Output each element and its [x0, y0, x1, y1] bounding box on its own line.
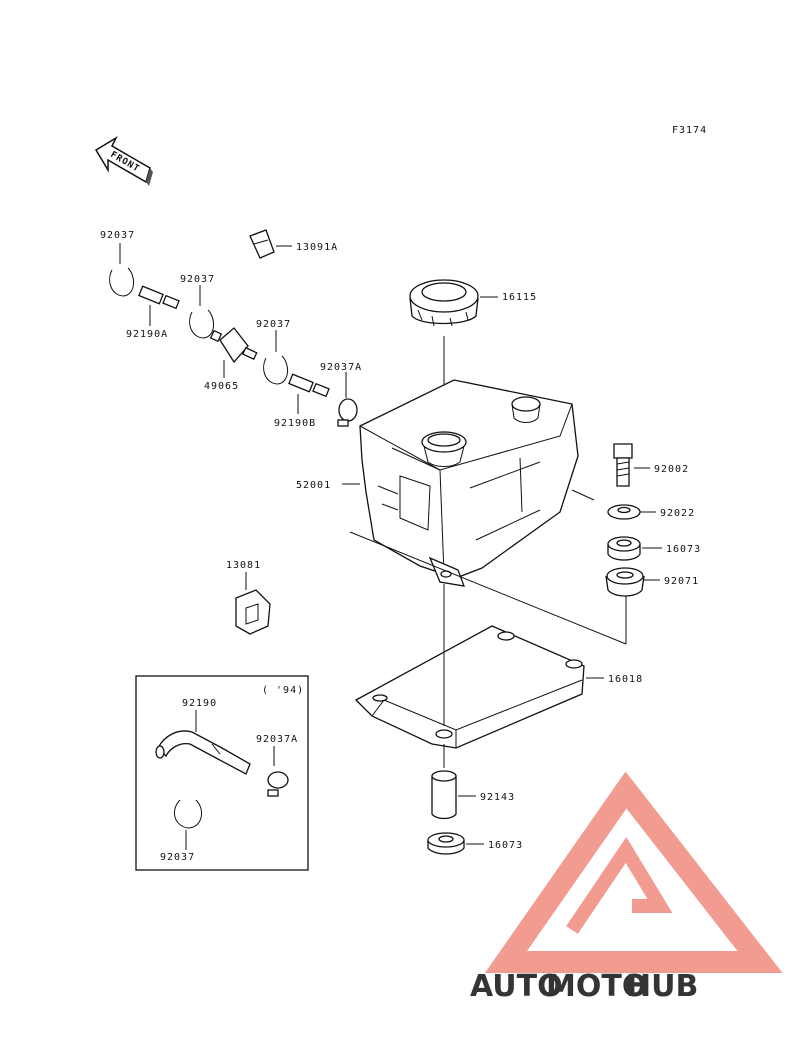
damper-16073-a: 16073 [607, 536, 701, 561]
valve-49065: 49065 [204, 327, 258, 392]
grommet-13091A: 13091A [249, 229, 338, 259]
clamp-92037A-a: 92037A [320, 362, 362, 427]
clamp-92037-b: 92037 [180, 274, 215, 339]
label-16073-a: 16073 [666, 544, 701, 555]
label-92190: 92190 [182, 698, 217, 709]
bolt-92002: 92002 [613, 443, 689, 487]
label-16073-b: 16073 [488, 840, 523, 851]
label-92071: 92071 [664, 576, 699, 587]
logo-word-auto: AUTO [470, 969, 563, 1004]
figure-code: F3174 [672, 125, 707, 136]
tray-16018: 16018 [354, 584, 643, 749]
label-92022: 92022 [660, 508, 695, 519]
hose-92190A: 92190A [126, 285, 180, 340]
label-92037-b: 92037 [180, 274, 215, 285]
clamp-92037-c: 92037 [256, 319, 291, 385]
label-92037-d: 92037 [160, 852, 195, 863]
fuel-tank-52001: 52001 [296, 379, 627, 645]
label-92190A: 92190A [126, 329, 168, 340]
label-16018: 16018 [608, 674, 643, 685]
label-16115: 16115 [502, 292, 537, 303]
label-13081: 13081 [226, 560, 261, 571]
logo-word-hub: HUB [626, 969, 698, 1004]
label-92190B: 92190B [274, 418, 316, 429]
damper-16073-b: 16073 [427, 832, 523, 855]
tank-cap-16115: 16115 [409, 279, 537, 428]
washer-92022: 92022 [607, 504, 695, 520]
label-92037-a: 92037 [100, 230, 135, 241]
hose-92190B: 92190B [274, 373, 330, 429]
label-92037A-b: 92037A [256, 734, 298, 745]
collar-92071: 92071 [605, 567, 699, 597]
label-52001: 52001 [296, 480, 331, 491]
logo-word-moto: MOTO [546, 969, 647, 1004]
label-49065: 49065 [204, 381, 239, 392]
collar-92143: 92143 [431, 744, 515, 820]
label-92037-c: 92037 [256, 319, 291, 330]
clamp-92037-a: 92037 [100, 230, 135, 297]
front-arrow-icon: FRONT [94, 136, 153, 186]
automotohub-logo: AUTO MOTO HUB [470, 771, 783, 1004]
label-13091A: 13091A [296, 242, 338, 253]
inset-box-94: ( '94) 92190 92037A 92037 [135, 675, 309, 871]
inset-label: ( '94) [262, 685, 304, 696]
cushion-13081: 13081 [226, 560, 271, 635]
label-92037A-a: 92037A [320, 362, 362, 373]
label-92002: 92002 [654, 464, 689, 475]
label-92143: 92143 [480, 792, 515, 803]
